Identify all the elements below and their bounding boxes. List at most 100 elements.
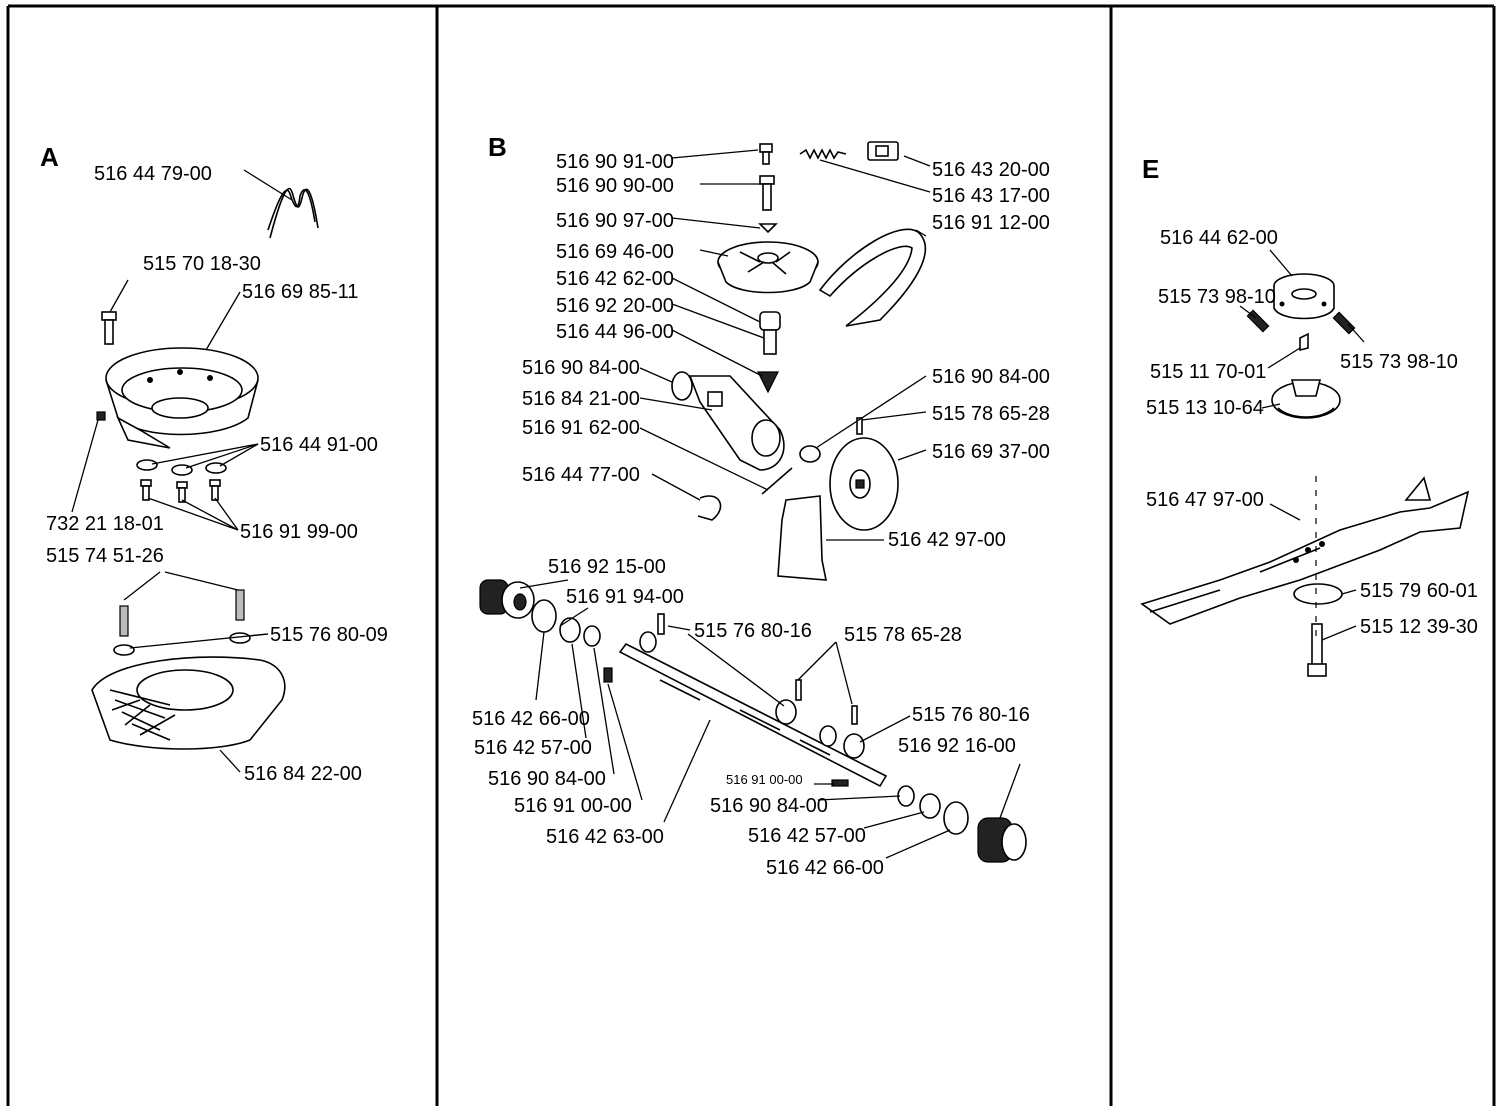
part-label: 515 76 80-16 <box>694 620 812 642</box>
part-label: 516 84 21-00 <box>522 388 640 410</box>
self-tapping-screws-part <box>113 589 251 656</box>
part-label: 516 42 62-00 <box>556 268 674 290</box>
part-label: 515 73 98-10 <box>1158 286 1276 308</box>
section-b-leaders <box>519 149 1021 859</box>
bolt-part <box>759 175 775 211</box>
set-screw-part <box>1332 311 1356 335</box>
blade-part <box>1140 476 1470 625</box>
plate-part <box>867 141 899 161</box>
section-a-letter: A <box>40 142 59 172</box>
part-label: 516 91 99-00 <box>240 521 358 543</box>
part-label: 516 47 97-00 <box>1146 489 1264 511</box>
pin-part <box>795 679 802 701</box>
screws-part <box>140 479 221 503</box>
bowl-housing-part <box>105 347 259 449</box>
spring-clip-part <box>267 187 319 239</box>
bushing-part <box>919 793 941 819</box>
washer-part <box>758 223 778 234</box>
part-label: 516 42 66-00 <box>472 708 590 730</box>
gear-right-part <box>977 817 1027 863</box>
part-label: 516 44 79-00 <box>94 163 212 185</box>
pulley-part <box>717 241 819 294</box>
gear-left-part <box>479 579 535 619</box>
hub-part <box>1273 273 1335 320</box>
bushing-part <box>559 617 581 643</box>
part-label: 516 92 15-00 <box>548 556 666 578</box>
key-part <box>831 779 849 787</box>
part-label: 516 43 20-00 <box>932 159 1050 181</box>
washers-part <box>136 459 227 476</box>
part-label: 516 44 62-00 <box>1160 227 1278 249</box>
grille-plate-part <box>91 656 286 750</box>
belt-part <box>818 228 927 327</box>
key-part <box>1299 332 1309 352</box>
pin-part <box>856 417 863 435</box>
nut-part <box>96 411 106 421</box>
part-label: 516 91 00-00 <box>514 795 632 817</box>
part-label: 516 90 84-00 <box>710 795 828 817</box>
section-e-letter: E <box>1142 154 1159 184</box>
washer-part <box>775 699 797 725</box>
part-label: 516 91 00-00 <box>726 772 803 787</box>
part-label: 732 21 18-01 <box>46 513 164 535</box>
part-label: 515 11 70-01 <box>1150 361 1266 383</box>
pin-part <box>761 467 793 495</box>
part-label: 516 42 97-00 <box>888 529 1006 551</box>
washer-part <box>639 631 657 653</box>
section-a-leaders <box>71 169 293 773</box>
part-label: 516 69 37-00 <box>932 441 1050 463</box>
washer-part <box>819 725 837 747</box>
section-a: A <box>40 142 388 785</box>
part-label: 516 90 91-00 <box>556 151 674 173</box>
part-label: 516 90 84-00 <box>522 357 640 379</box>
part-label: 516 42 57-00 <box>474 737 592 759</box>
bracket-part <box>671 371 785 471</box>
pin-part <box>851 705 858 725</box>
washer-part <box>897 785 915 807</box>
key-part <box>603 667 613 683</box>
part-label: 515 79 60-01 <box>1360 580 1478 602</box>
part-label: 516 90 84-00 <box>932 366 1050 388</box>
part-label: 516 84 22-00 <box>244 763 362 785</box>
section-b-letter: B <box>488 132 507 162</box>
washer-part <box>843 733 865 759</box>
part-label: 516 42 63-00 <box>546 826 664 848</box>
part-label: 516 44 77-00 <box>522 464 640 486</box>
part-label: 516 43 17-00 <box>932 185 1050 207</box>
part-label: 515 78 65-28 <box>932 403 1050 425</box>
disc-wheel-part <box>829 437 899 531</box>
part-label: 515 13 10-64 <box>1146 397 1264 419</box>
spring-part <box>799 148 847 160</box>
part-label: 515 73 98-10 <box>1340 351 1458 373</box>
part-label: 516 44 96-00 <box>556 321 674 343</box>
washer-part <box>799 445 821 463</box>
part-label: 516 90 97-00 <box>556 210 674 232</box>
shaft-collar-part <box>757 311 781 394</box>
screw-part <box>759 143 773 165</box>
part-label: 515 78 65-28 <box>844 624 962 646</box>
washer-part <box>583 625 601 647</box>
seal-part <box>531 599 557 633</box>
part-label: 515 76 80-16 <box>912 704 1030 726</box>
bolt-part <box>1307 623 1327 677</box>
page-frame <box>6 4 1496 1106</box>
seal-part <box>943 801 969 835</box>
section-e: E <box>1140 154 1478 677</box>
part-label: 515 76 80-09 <box>270 624 388 646</box>
part-label: 516 91 94-00 <box>566 586 684 608</box>
axle-part <box>618 642 888 788</box>
part-label: 516 90 90-00 <box>556 175 674 197</box>
part-label: 516 69 46-00 <box>556 241 674 263</box>
part-label: 516 42 57-00 <box>748 825 866 847</box>
screw-part <box>657 613 665 635</box>
part-label: 515 74 51-26 <box>46 545 164 567</box>
part-label: 516 91 12-00 <box>932 212 1050 234</box>
plate-part <box>777 495 827 581</box>
part-label: 515 12 39-30 <box>1360 616 1478 638</box>
part-label: 516 69 85-11 <box>242 281 358 303</box>
hook-part <box>697 495 722 521</box>
part-label: 515 70 18-30 <box>143 253 261 275</box>
part-label: 516 92 20-00 <box>556 295 674 317</box>
washer-part <box>1293 583 1343 605</box>
